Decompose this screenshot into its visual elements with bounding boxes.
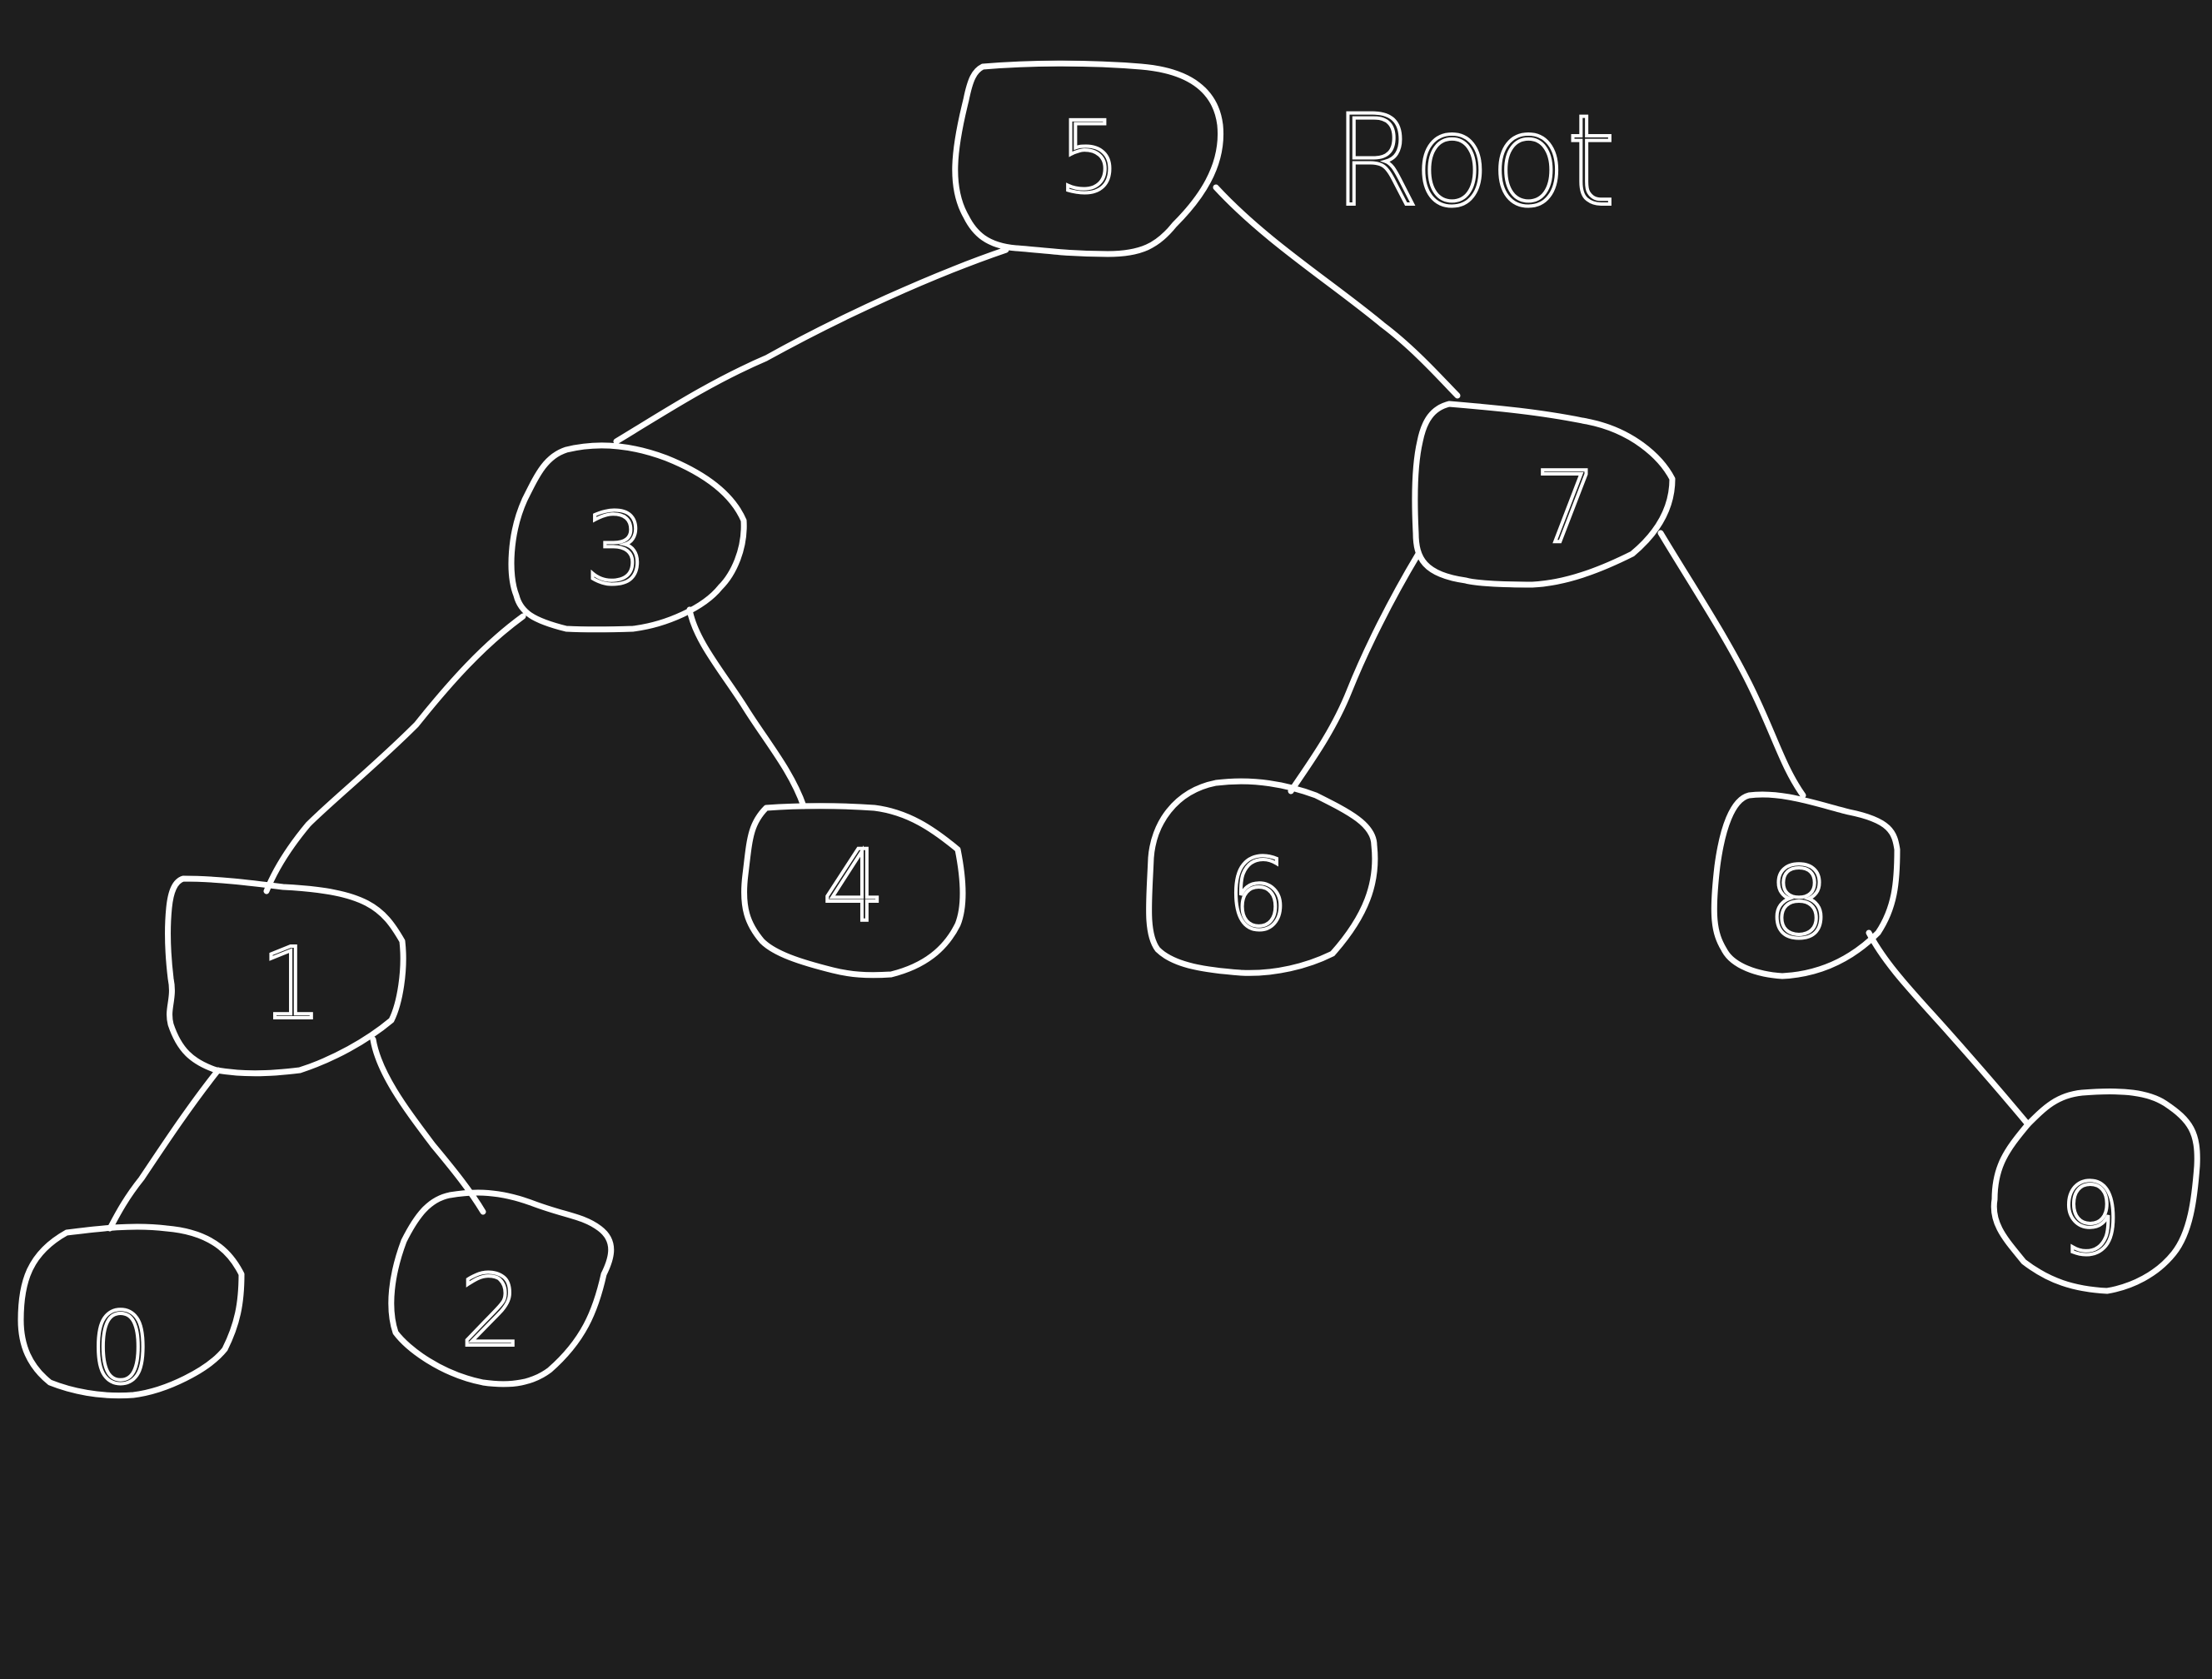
edge-5-7 xyxy=(1213,184,1461,399)
node-label-3: 3 xyxy=(585,491,647,606)
node-label-8: 8 xyxy=(1767,845,1830,960)
root-annotation: Root xyxy=(1333,89,1616,234)
node-label-6: 6 xyxy=(1226,837,1288,952)
node-label-1: 1 xyxy=(260,926,322,1041)
node-label-4: 4 xyxy=(822,829,884,944)
edge-3-1 xyxy=(263,613,526,894)
edge-7-6 xyxy=(1288,551,1422,795)
tree-edges xyxy=(107,184,2031,1232)
edge-7-8 xyxy=(1657,530,1806,799)
node-label-5: 5 xyxy=(1058,100,1120,215)
node-outline-0 xyxy=(17,1223,245,1399)
tree-node-outlines xyxy=(17,60,2200,1399)
node-outline-5 xyxy=(952,60,1224,257)
node-outline-3 xyxy=(508,442,747,633)
tree-node-labels: 5 3 7 1 4 6 8 0 2 9 xyxy=(87,98,2123,1407)
node-label-0: 0 xyxy=(89,1291,152,1406)
node-outline-1 xyxy=(165,875,406,1077)
node-outline-4 xyxy=(741,803,966,979)
node-label-7: 7 xyxy=(1534,450,1597,565)
node-label-2: 2 xyxy=(460,1253,522,1368)
node-outline-9 xyxy=(1990,1089,2200,1294)
edge-3-4 xyxy=(686,606,807,810)
edge-5-3 xyxy=(613,247,1009,445)
node-outline-2 xyxy=(388,1189,615,1388)
edge-1-2 xyxy=(370,1036,486,1215)
edge-8-9 xyxy=(1866,929,2031,1128)
edge-1-0 xyxy=(107,1067,222,1232)
node-outline-6 xyxy=(1146,778,1378,976)
node-outline-8 xyxy=(1711,791,1901,979)
node-label-9: 9 xyxy=(2059,1162,2121,1277)
node-outline-7 xyxy=(1412,401,1676,588)
